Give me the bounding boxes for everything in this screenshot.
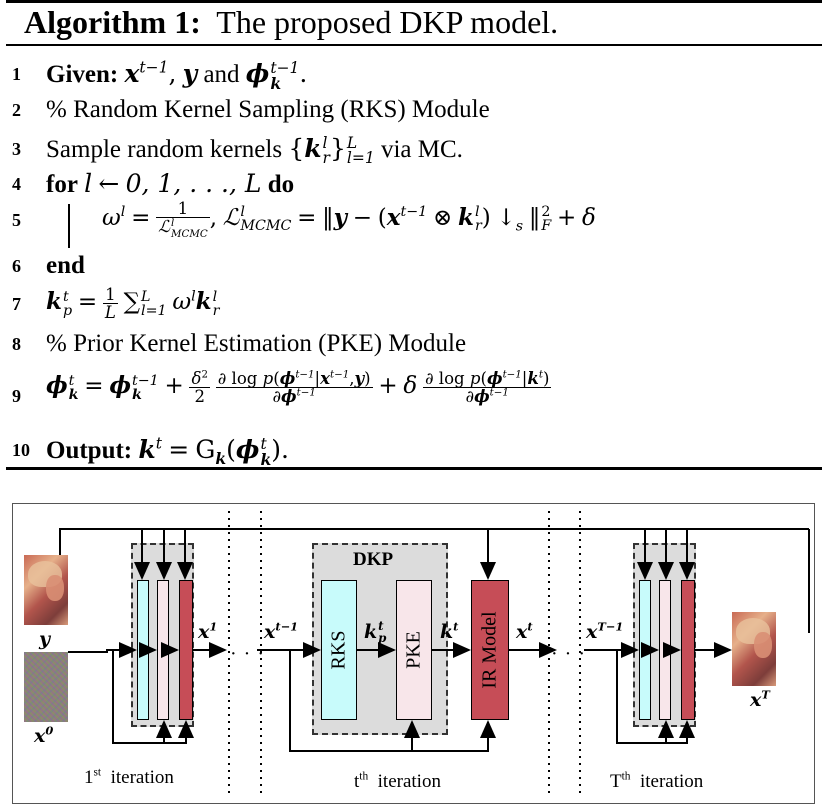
line-number: 7 <box>12 294 21 314</box>
algorithm-label: Algorithm 1: <box>24 4 201 40</box>
line-number: 4 <box>12 174 21 194</box>
label-x0: x0 <box>34 723 54 747</box>
loop-range: 0, 1, . . ., L <box>125 169 262 198</box>
label-xt: xt <box>516 619 533 643</box>
line-text: % Prior Kernel Estimation (PKE) Module <box>46 330 467 357</box>
line-number: 2 <box>12 100 21 120</box>
dkp-title: DKP <box>353 549 394 570</box>
keyword-given: Given: <box>46 61 119 88</box>
iteration-1-ir-block <box>179 580 193 720</box>
ellipsis-left: · · · <box>230 643 265 665</box>
caption-first-iteration: 1st iteration <box>84 766 174 788</box>
rks-block: RKS <box>321 580 357 720</box>
algorithm-bottom-rule <box>6 467 822 470</box>
line-text: % Random Kernel Sampling (RKS) Module <box>46 96 490 123</box>
line-number: 6 <box>12 256 21 276</box>
keyword-output: Output: <box>46 437 133 464</box>
line-text: for l ← 0, 1, . . ., L do <box>46 169 295 198</box>
keyword-for: for <box>46 171 78 198</box>
conjunction: and <box>203 61 240 88</box>
label-y: y <box>39 628 51 650</box>
dkp-diagram: DKP RKS PKE IR Model <box>12 503 815 804</box>
keyword-end: end <box>46 252 85 279</box>
loop-body-bar <box>68 204 70 248</box>
caption-tth-iteration: tth iteration <box>354 770 441 792</box>
line-number: 1 <box>12 64 21 84</box>
label-xT: xT <box>750 687 770 711</box>
keyword-do: do <box>267 171 295 198</box>
line-number: 10 <box>12 440 30 460</box>
line-number: 5 <box>12 210 21 230</box>
line-number: 8 <box>12 334 21 354</box>
caption-Tth-iteration: Tth iteration <box>610 770 704 792</box>
iteration-T-ir-block <box>681 580 695 720</box>
ellipsis-right: · · · <box>551 643 586 665</box>
initial-noise-image <box>24 652 68 722</box>
input-image-y <box>24 555 68 625</box>
algorithm-header-rule <box>6 44 822 46</box>
ir-model-block: IR Model <box>471 580 509 720</box>
pke-block: PKE <box>396 580 432 720</box>
algorithm-caption: The proposed DKP model. <box>216 4 559 40</box>
algorithm-top-rule <box>6 0 822 3</box>
figure-frame <box>12 503 815 804</box>
diagram-connections <box>59 511 810 795</box>
label-x1: x1 <box>198 619 218 643</box>
algorithm-title: Algorithm 1: The proposed DKP model. <box>24 2 558 42</box>
output-image <box>732 612 776 686</box>
label-xT-minus-1: xT−1 <box>586 619 624 643</box>
label-kt: kt <box>440 619 459 643</box>
line-number: 3 <box>12 139 21 159</box>
label-xt-minus-1: xt−1 <box>264 619 299 643</box>
line-text: end <box>46 250 85 282</box>
line-number: 9 <box>12 386 21 406</box>
